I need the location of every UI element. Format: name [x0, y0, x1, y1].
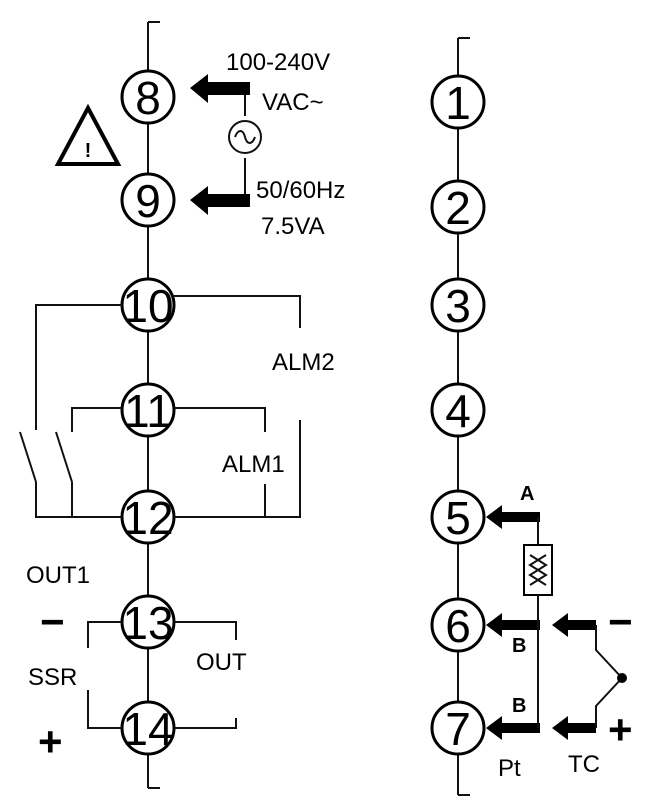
tc-label: TC	[568, 751, 600, 778]
power-arrow-icon	[190, 74, 250, 103]
terminal-4: 4	[430, 382, 486, 438]
terminal-11: 11	[120, 382, 176, 438]
svg-text:5: 5	[445, 492, 471, 544]
ssr-output: OUT1 − SSR OUT +	[26, 562, 247, 765]
sensor-arrow-icon	[486, 613, 540, 637]
sensor-arrow-icon	[486, 716, 540, 740]
svg-text:2: 2	[445, 182, 471, 234]
alm1-wire	[174, 407, 266, 432]
power-supply: 100-240V VAC~ 50/60Hz 7.5VA	[190, 49, 345, 240]
out1-label: OUT1	[26, 562, 90, 589]
pt-b2-label: B	[512, 695, 526, 717]
svg-text:10: 10	[122, 280, 173, 332]
svg-text:9: 9	[135, 175, 161, 227]
terminal-6: 6	[430, 597, 486, 653]
vac-label: VAC~	[262, 89, 324, 116]
terminal-3: 3	[430, 277, 486, 333]
alm1-label: ALM1	[222, 451, 285, 478]
svg-text:8: 8	[135, 72, 161, 124]
svg-text:4: 4	[445, 385, 471, 437]
alm2-wire	[174, 295, 301, 328]
tc-junction-icon	[617, 673, 627, 683]
svg-text:11: 11	[124, 385, 172, 437]
tc-minus-sign: −	[608, 598, 633, 645]
tc-arrow-icon	[552, 613, 596, 637]
power-arrow-icon	[190, 186, 250, 215]
out-label: OUT	[196, 649, 247, 676]
terminal-7: 7	[430, 700, 486, 756]
sensor-input: A B B Pt TC − +	[486, 483, 633, 782]
sine-wave-icon	[234, 130, 256, 144]
power-rating-label: 7.5VA	[261, 213, 325, 240]
alarm-relays: ALM2 ALM1	[19, 295, 335, 518]
voltage-label: 100-240V	[226, 49, 330, 76]
svg-text:14: 14	[122, 703, 173, 755]
terminal-10: 10	[120, 277, 176, 333]
terminal-9: 9	[120, 172, 176, 228]
tc-plus-sign: +	[608, 706, 633, 753]
svg-text:6: 6	[445, 600, 471, 652]
pt-a-label: A	[520, 483, 534, 505]
svg-text:13: 13	[122, 597, 173, 649]
svg-text:!: !	[85, 140, 92, 162]
switch-contact-icon	[55, 431, 73, 483]
ssr-plus-sign: +	[38, 718, 63, 765]
alm2-return-wire	[174, 420, 301, 518]
ssr-label: SSR	[28, 664, 77, 691]
terminal-1: 1	[430, 74, 486, 130]
pt-label: Pt	[498, 755, 521, 782]
frequency-label: 50/60Hz	[256, 177, 345, 204]
sensor-arrow-icon	[486, 505, 540, 529]
terminal-5: 5	[430, 489, 486, 545]
switch-contact-icon	[19, 431, 37, 483]
terminal-8: 8	[120, 69, 176, 125]
ac-source-icon	[228, 120, 262, 154]
pt-b1-label: B	[512, 635, 526, 657]
terminal-12: 12	[120, 489, 176, 545]
terminal-13: 13	[120, 594, 176, 650]
svg-text:12: 12	[122, 492, 173, 544]
warning-triangle-icon: !	[54, 103, 122, 166]
out1-contact-wire	[35, 304, 122, 430]
svg-text:7: 7	[445, 703, 471, 755]
terminal-14: 14	[120, 700, 176, 756]
alm2-label: ALM2	[272, 349, 335, 376]
ssr-minus-sign: −	[40, 598, 65, 645]
terminal-2: 2	[430, 179, 486, 235]
tc-arrow-icon	[552, 716, 596, 740]
svg-text:3: 3	[445, 280, 471, 332]
svg-text:1: 1	[445, 77, 471, 129]
